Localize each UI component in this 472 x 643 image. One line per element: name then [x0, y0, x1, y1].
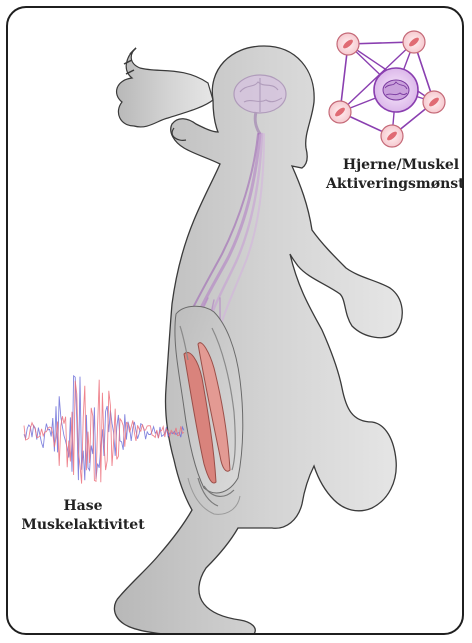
network-muscle-node — [403, 31, 425, 53]
network-muscle-node — [381, 125, 403, 147]
brain-muscle-label: Hjerne/Muskel Aktiveringsmønstre — [326, 156, 464, 194]
hamstring-label-line2: Muskelaktivitet — [18, 516, 148, 535]
brain-muscle-label-line1: Hjerne/Muskel — [326, 156, 464, 175]
athlete-figure — [8, 8, 464, 635]
network-brain-hub — [374, 68, 418, 112]
hamstring-label-line1: Hase — [18, 497, 148, 516]
network-muscle-node — [329, 101, 351, 123]
brain-network-icon — [329, 31, 445, 147]
emg-trace — [24, 380, 184, 484]
network-muscle-node — [337, 33, 359, 55]
brain-muscle-label-line2: Aktiveringsmønstre — [326, 175, 464, 194]
hamstring-activity-label: Hase Muskelaktivitet — [18, 497, 148, 535]
figure-frame: Hjerne/Muskel Aktiveringsmønstre Hase Mu… — [6, 6, 464, 635]
network-muscle-node — [423, 91, 445, 113]
emg-signal-icon — [24, 376, 184, 484]
